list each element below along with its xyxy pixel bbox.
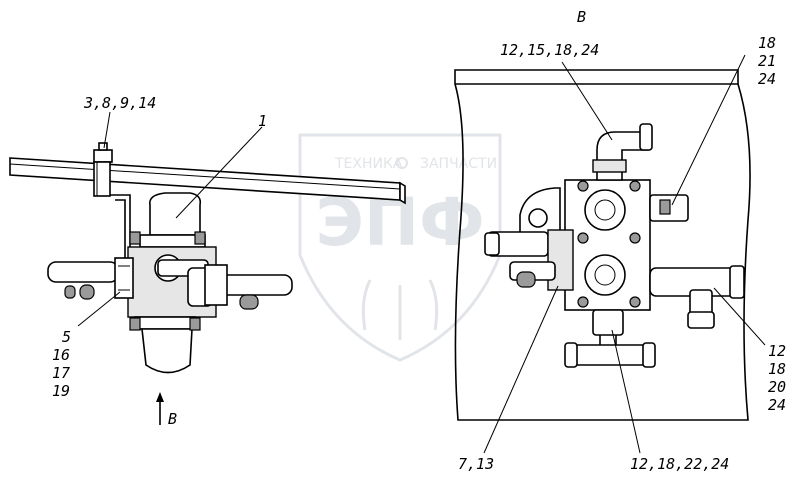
callout-5: 5 [62,328,71,346]
callout-19: 19 [52,382,70,400]
valve-block [484,179,651,311]
callout-18-a: 18 [758,34,776,52]
gear-icon [396,157,408,169]
bolt-assembly [93,142,113,197]
upper-side-fitting [649,194,689,222]
callout-12-18-22-24: 12,18,22,24 [630,455,729,473]
callout-24-b: 24 [768,396,786,414]
watermark-text-1: ТЕХНИКА [334,156,403,172]
watermark: ТЕХНИКА ЗАПЧАСТИ ЭПФ [298,133,502,362]
top-elbow-fitting [592,123,653,181]
view-label: В [577,8,586,26]
watermark-text-2: ЗАПЧАСТИ [420,156,497,172]
callout-1: 1 [258,112,267,130]
callout-20: 20 [768,378,786,396]
labels: В 12,15,18,24 18 21 24 3,8,9,14 1 5 16 1… [52,8,786,473]
callout-17: 17 [52,364,70,382]
callout-3-8-9-14: 3,8,9,14 [83,94,156,112]
tee-fitting [649,265,745,329]
callout-16: 16 [52,346,70,364]
arrow-label: В [168,410,177,428]
callout-12-b: 12 [768,342,786,360]
frame-plate [454,69,751,421]
callout-12-15-18-24: 12,15,18,24 [500,41,599,59]
protective-valve [127,192,217,374]
bottom-tee-fitting [564,309,656,368]
callout-21: 21 [758,52,776,70]
leader-lines [77,54,766,454]
right-fitting [204,264,293,310]
watermark-shield [298,133,502,362]
callout-18-b: 18 [768,360,786,378]
callout-24-a: 24 [758,70,776,88]
wheat-icon [361,279,439,340]
left-fitting [47,257,134,300]
callout-7-13: 7,13 [458,455,494,473]
